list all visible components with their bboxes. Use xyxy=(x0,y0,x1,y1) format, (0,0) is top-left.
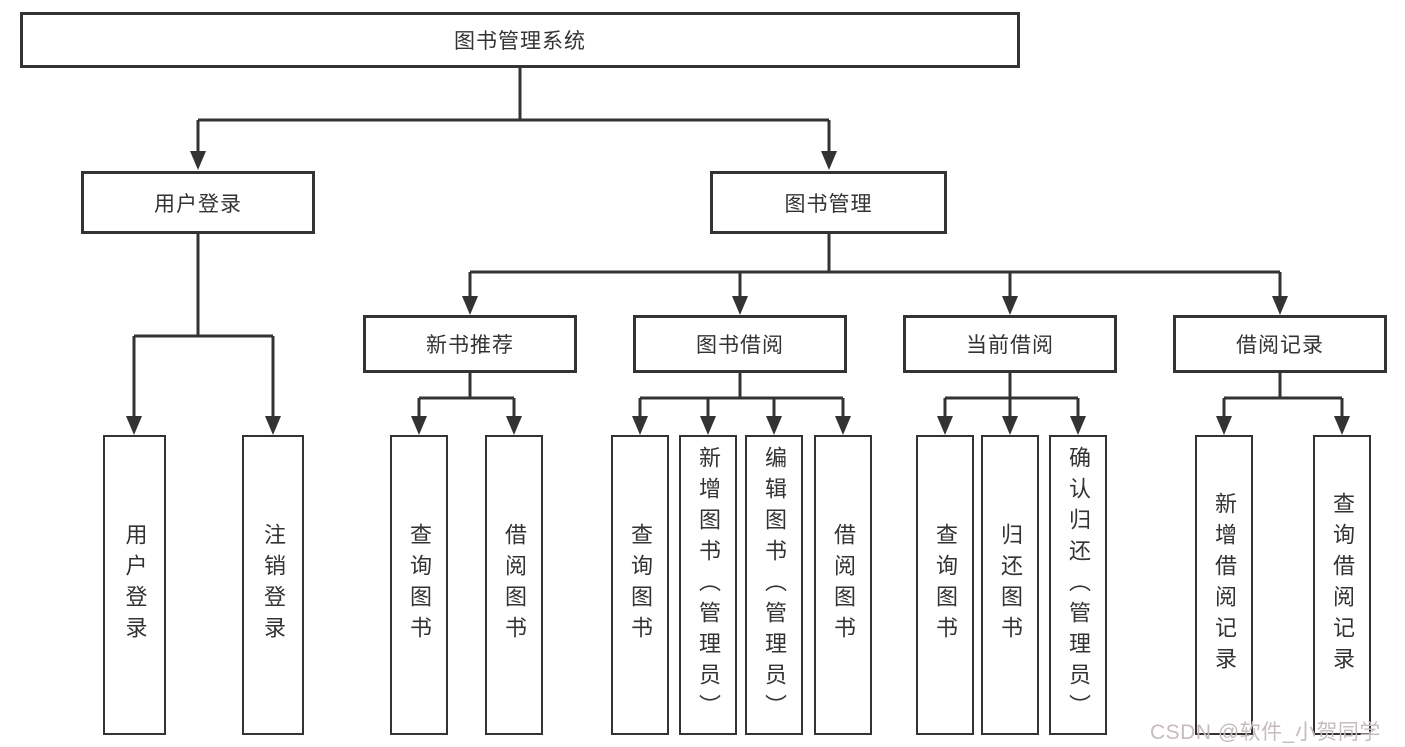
leaf-return-books: 归还图书 xyxy=(981,435,1039,735)
node-current-borrow: 当前借阅 xyxy=(903,315,1117,373)
leaf-label: 确认归还（管理员） xyxy=(1066,445,1091,725)
leaf-confirm-return-admin: 确认归还（管理员） xyxy=(1049,435,1107,735)
leaf-label: 查询图书 xyxy=(407,523,432,647)
leaf-label: 借阅图书 xyxy=(831,523,856,647)
leaf-borrow-books-2: 借阅图书 xyxy=(814,435,872,735)
leaf-label: 借阅图书 xyxy=(502,523,527,647)
leaf-label: 用户登录 xyxy=(122,523,148,647)
leaf-add-borrow-record: 新增借阅记录 xyxy=(1195,435,1253,735)
leaf-label: 查询图书 xyxy=(628,523,653,647)
leaf-label: 新增借阅记录 xyxy=(1212,492,1237,678)
watermark: CSDN @软件_小贺同学 xyxy=(1150,721,1381,744)
leaf-borrow-books-1: 借阅图书 xyxy=(485,435,543,735)
leaf-label: 注销登录 xyxy=(261,523,286,647)
leaf-label: 编辑图书（管理员） xyxy=(762,445,787,725)
node-root: 图书管理系统 xyxy=(20,12,1020,68)
leaf-user-login: 用户登录 xyxy=(103,435,166,735)
leaf-label: 查询图书 xyxy=(933,523,958,647)
leaf-logout-login: 注销登录 xyxy=(242,435,304,735)
leaf-query-books-2: 查询图书 xyxy=(611,435,669,735)
node-user-login: 用户登录 xyxy=(81,171,315,234)
node-book-management: 图书管理 xyxy=(710,171,947,234)
leaf-query-books-1: 查询图书 xyxy=(390,435,448,735)
node-book-borrow: 图书借阅 xyxy=(633,315,847,373)
arrowheads xyxy=(126,151,1350,435)
leaf-add-book-admin: 新增图书（管理员） xyxy=(679,435,737,735)
leaf-label: 新增图书（管理员） xyxy=(696,445,721,725)
leaf-query-borrow-record: 查询借阅记录 xyxy=(1313,435,1371,735)
node-new-book-recommend: 新书推荐 xyxy=(363,315,577,373)
leaf-label: 查询借阅记录 xyxy=(1330,492,1355,678)
leaf-query-books-3: 查询图书 xyxy=(916,435,974,735)
leaf-edit-book-admin: 编辑图书（管理员） xyxy=(745,435,803,735)
leaf-label: 归还图书 xyxy=(998,523,1023,647)
node-borrow-records: 借阅记录 xyxy=(1173,315,1387,373)
